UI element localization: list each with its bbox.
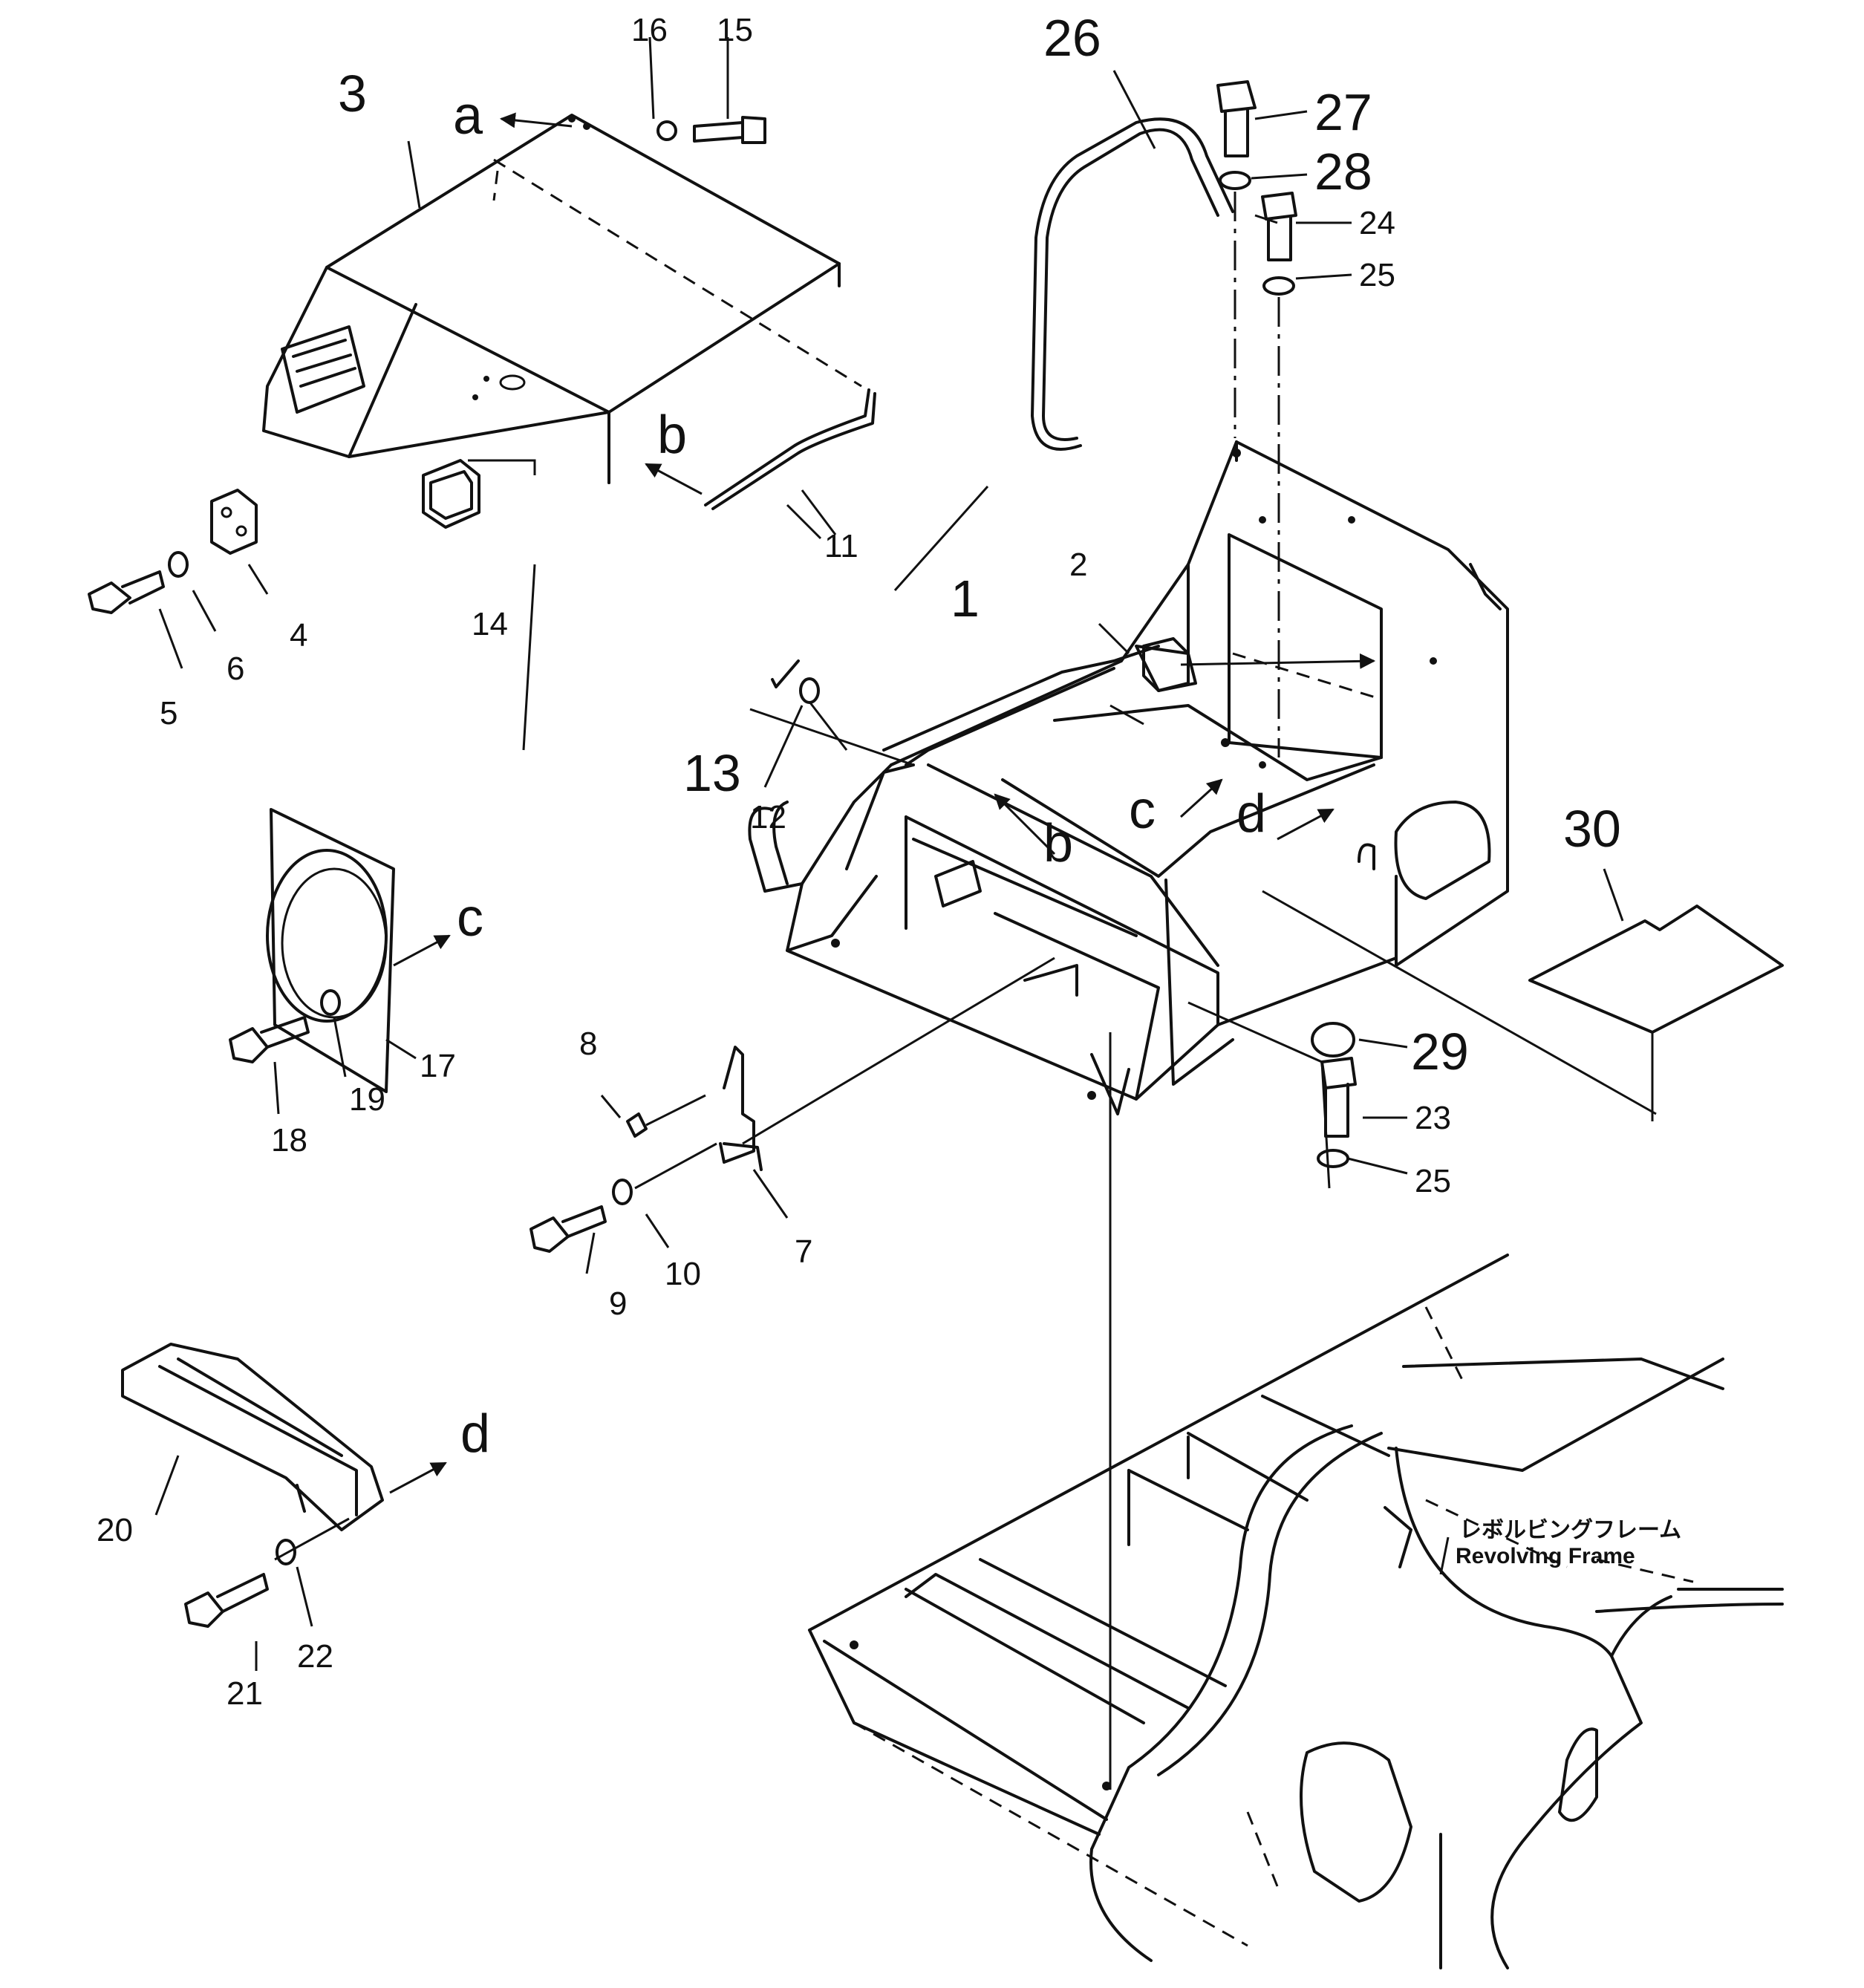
callout-26: 26 bbox=[1043, 9, 1101, 67]
callout-18: 18 bbox=[271, 1122, 307, 1158]
callout-9: 9 bbox=[609, 1285, 627, 1322]
callout-25-top: 25 bbox=[1359, 257, 1395, 293]
callout-6: 6 bbox=[227, 651, 244, 687]
bolt-9 bbox=[529, 1205, 607, 1253]
callout-27: 27 bbox=[1314, 83, 1372, 141]
pin-8 bbox=[626, 1112, 648, 1138]
callout-12: 12 bbox=[750, 799, 786, 835]
grommet-14 bbox=[422, 459, 480, 529]
ref-letter-c-main: c bbox=[1129, 780, 1156, 840]
washer-16 bbox=[656, 120, 677, 141]
rod-11 bbox=[704, 388, 876, 510]
callout-19: 19 bbox=[349, 1081, 385, 1118]
ref-letter-d-bracket: d bbox=[460, 1404, 490, 1464]
callout-14: 14 bbox=[472, 606, 508, 642]
callout-15: 15 bbox=[717, 12, 753, 48]
callout-21: 21 bbox=[227, 1675, 263, 1712]
callout-17: 17 bbox=[420, 1048, 456, 1084]
callout-1: 1 bbox=[951, 570, 980, 628]
callout-29: 29 bbox=[1411, 1023, 1469, 1081]
callout-23: 23 bbox=[1415, 1100, 1451, 1136]
bolt-15 bbox=[693, 116, 766, 144]
cap-29 bbox=[1311, 1022, 1355, 1057]
callout-5: 5 bbox=[160, 695, 177, 731]
bracket-20 bbox=[121, 1343, 384, 1531]
washer-12 bbox=[799, 677, 820, 704]
ref-letter-a: a bbox=[453, 86, 483, 146]
washer-25-top bbox=[1262, 276, 1295, 296]
callout-20: 20 bbox=[97, 1512, 133, 1548]
washer-19 bbox=[320, 989, 341, 1016]
ref-letter-b-main: b bbox=[1043, 814, 1073, 873]
frame-label-en: Revolving Frame bbox=[1456, 1544, 1635, 1568]
washer-28 bbox=[1219, 171, 1251, 190]
bolt-18 bbox=[229, 1016, 310, 1063]
callout-4: 4 bbox=[290, 617, 307, 654]
callout-13: 13 bbox=[683, 744, 741, 802]
callout-3: 3 bbox=[338, 65, 367, 123]
split-pin-13 bbox=[771, 659, 800, 688]
callout-11: 11 bbox=[824, 528, 858, 564]
washer-25-bottom bbox=[1317, 1149, 1349, 1168]
bracket-4 bbox=[210, 489, 258, 555]
bolt-21 bbox=[184, 1573, 269, 1628]
ref-letter-c-fan: c bbox=[457, 888, 483, 948]
bolt-23 bbox=[1320, 1057, 1357, 1138]
cover-panel-3 bbox=[262, 114, 862, 484]
washer-10 bbox=[612, 1179, 633, 1205]
callout-7: 7 bbox=[795, 1233, 812, 1270]
washer-6 bbox=[168, 551, 189, 578]
callout-22: 22 bbox=[297, 1638, 333, 1675]
hinge-2 bbox=[1142, 637, 1190, 692]
ref-letter-b-top: b bbox=[657, 405, 687, 465]
plate-30 bbox=[1528, 905, 1784, 1034]
washer-22 bbox=[276, 1539, 296, 1565]
revolving-frame bbox=[808, 1254, 1784, 1969]
callout-30: 30 bbox=[1563, 800, 1621, 858]
main-frame-1 bbox=[748, 440, 1509, 1115]
bolt-24 bbox=[1261, 192, 1297, 261]
callout-25-bottom: 25 bbox=[1415, 1163, 1451, 1199]
frame-label-jp: レボルビングフレーム bbox=[1459, 1518, 1681, 1542]
callout-10: 10 bbox=[665, 1256, 701, 1292]
bolt-5 bbox=[88, 570, 165, 614]
latch-7 bbox=[719, 1046, 763, 1171]
bolt-27 bbox=[1216, 80, 1257, 157]
callout-8: 8 bbox=[579, 1026, 597, 1062]
callout-16: 16 bbox=[631, 12, 668, 48]
ref-letter-d-main: d bbox=[1236, 784, 1266, 844]
grab-rail-26 bbox=[1031, 117, 1234, 451]
fan-guard-17 bbox=[266, 808, 395, 1093]
callout-2: 2 bbox=[1069, 547, 1087, 583]
callout-28: 28 bbox=[1314, 143, 1372, 201]
callout-24: 24 bbox=[1359, 205, 1395, 241]
